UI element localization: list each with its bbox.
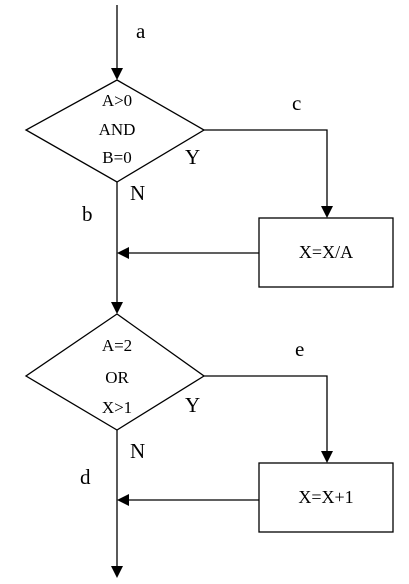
decision-1-no-label: N — [130, 181, 145, 205]
decision-2-yes-label: Y — [185, 393, 200, 417]
main-arrowhead-1 — [111, 302, 123, 314]
decision-2-line-3: X>1 — [102, 398, 132, 417]
edge-label-b: b — [82, 202, 93, 226]
decision-1-line-2: AND — [99, 120, 136, 139]
process-2-box — [258, 462, 394, 533]
process-1-text: X=X/A — [299, 242, 353, 262]
process-1-return-arrowhead — [117, 247, 129, 259]
process-1-box — [258, 217, 394, 288]
decision-2-line-1: A=2 — [102, 336, 132, 355]
decision-2-no-label: N — [130, 439, 145, 463]
decision-2-line-2: OR — [105, 368, 129, 387]
edge-label-a: a — [136, 19, 146, 43]
edge-label-d: d — [80, 465, 91, 489]
decision-1-yes-label: Y — [185, 145, 200, 169]
edge-label-e: e — [295, 337, 304, 361]
exit-arrowhead — [111, 566, 123, 578]
process-2-text: X=X+1 — [298, 487, 353, 507]
edge-label-c: c — [292, 91, 301, 115]
decision-1-yes-arrowhead — [321, 206, 333, 218]
decision-2-yes-path — [204, 375, 328, 455]
decision-1-line-1: A>0 — [102, 91, 132, 110]
decision-1-line-3: B=0 — [102, 148, 131, 167]
entry-arrowhead — [111, 68, 123, 80]
decision-1-yes-path — [204, 129, 328, 210]
process-2-return-arrowhead — [117, 494, 129, 506]
decision-2-yes-arrowhead — [321, 451, 333, 463]
